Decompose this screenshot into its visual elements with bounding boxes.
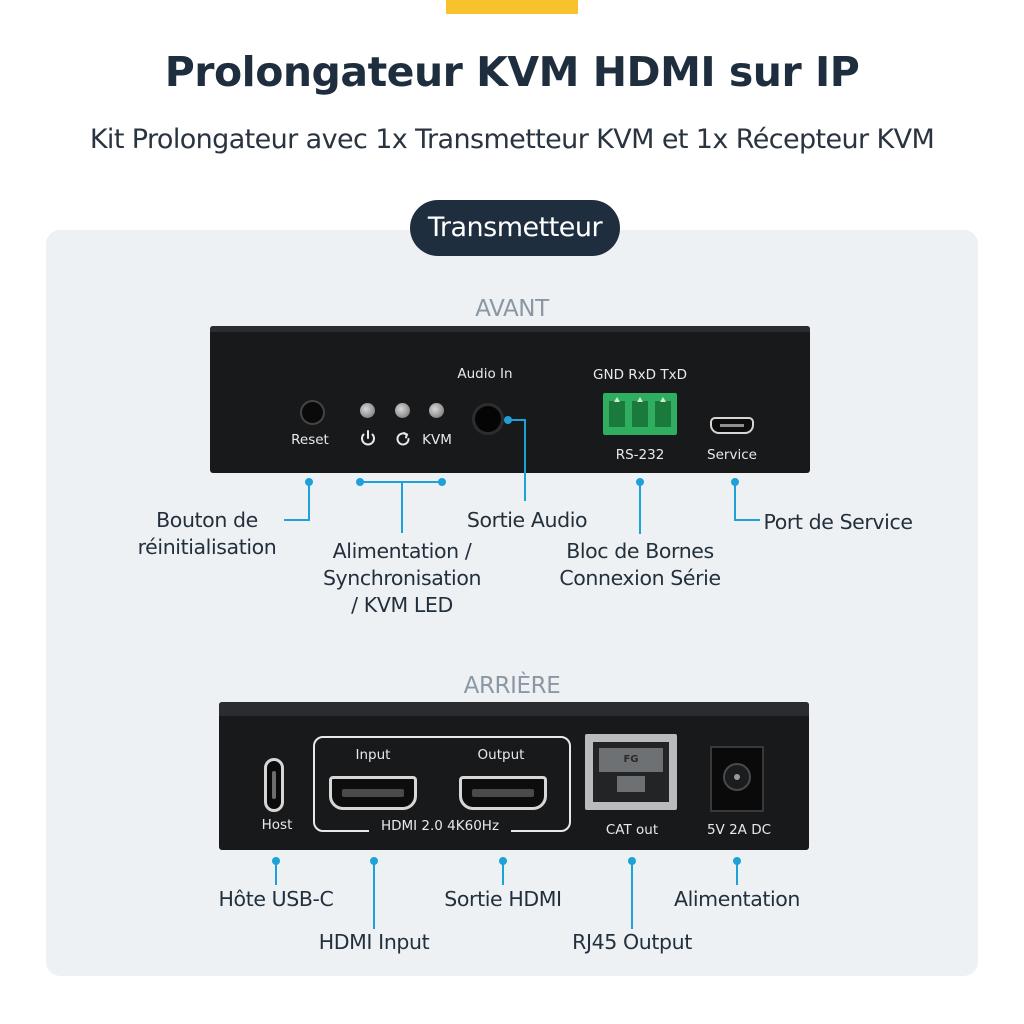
kvm-led (429, 403, 444, 418)
service-callout-line (734, 482, 736, 521)
power-led (360, 403, 375, 418)
power-in-callout: Alimentation (673, 887, 801, 911)
usb-c-port[interactable] (264, 758, 284, 812)
transmitter-badge: Transmetteur (410, 200, 620, 256)
reset-button-callout: Bouton de réinitialisation (137, 508, 277, 559)
service-callout-line-h (734, 519, 760, 521)
terminal-block-callout: Bloc de Bornes Connexion Série (559, 539, 721, 590)
hdmi-spec-bg (369, 817, 511, 837)
power-callout-line (736, 861, 738, 885)
hdmi-output-callout: Sortie HDMI (444, 887, 562, 911)
terminal-block[interactable] (603, 393, 677, 435)
hdmi-input-callout: HDMI Input (318, 930, 430, 954)
audio-out-callout: Sortie Audio (466, 508, 588, 532)
sync-icon (396, 432, 410, 446)
service-port[interactable] (710, 417, 754, 434)
dc-power-jack[interactable] (710, 746, 764, 812)
front-panel-device: Reset KVM Audio In GND RxD TxD RS-232 Se… (210, 326, 810, 473)
hdmi-output-port[interactable] (459, 776, 547, 810)
service-label: Service (707, 447, 757, 463)
rj45-mark: FG (623, 754, 639, 765)
rj45-callout-line (631, 861, 633, 929)
rear-panel-device: Host Input Output HDMI 2.0 4K60Hz FG CAT… (219, 702, 809, 850)
rs232-label: RS-232 (615, 447, 665, 463)
cat-out-label: CAT out (605, 822, 659, 838)
power-spec-label: 5V 2A DC (706, 822, 772, 838)
rear-section-label: ARRIÈRE (463, 673, 561, 699)
front-section-label: AVANT (475, 296, 549, 322)
hdmi-input-port[interactable] (329, 776, 417, 810)
page-subtitle: Kit Prolongateur avec 1x Transmetteur KV… (89, 124, 935, 155)
hdmi-spec-label: HDMI 2.0 4K60Hz (380, 818, 500, 834)
rj45-port[interactable]: FG (585, 734, 677, 810)
host-label: Host (261, 817, 293, 833)
usb-callout-line (275, 861, 277, 885)
led-callout: Alimentation / Synchronisation / KVM LED (322, 539, 482, 617)
device-top-edge (210, 326, 810, 332)
gnd-rxd-txd-label: GND RxD TxD (593, 367, 687, 383)
audio-in-label: Audio In (457, 366, 513, 382)
hdmi-out-callout-line (502, 861, 504, 885)
audio-jack[interactable] (472, 403, 504, 435)
sync-led (395, 403, 410, 418)
hdmi-in-callout-line (373, 861, 375, 929)
audio-callout-line-h (508, 419, 526, 421)
usb-c-host-callout: Hôte USB-C (218, 887, 334, 911)
reset-label: Reset (291, 432, 329, 448)
led-callout-dot-right (438, 478, 446, 486)
output-label: Output (477, 747, 525, 763)
accent-bar (446, 0, 578, 14)
reset-button[interactable] (300, 400, 325, 425)
service-port-callout: Port de Service (763, 510, 913, 534)
led-callout-line-v (401, 482, 403, 533)
device-top-edge-rear (219, 702, 809, 716)
reset-callout-line-h (284, 519, 310, 521)
reset-callout-line (308, 482, 310, 521)
page-title: Prolongateur KVM HDMI sur IP (164, 48, 860, 96)
audio-callout-line-v (524, 419, 526, 501)
terminal-callout-line (639, 482, 641, 534)
input-label: Input (355, 747, 391, 763)
rj45-output-callout: RJ45 Output (572, 930, 692, 954)
kvm-label: KVM (422, 432, 452, 448)
power-icon (361, 430, 375, 446)
